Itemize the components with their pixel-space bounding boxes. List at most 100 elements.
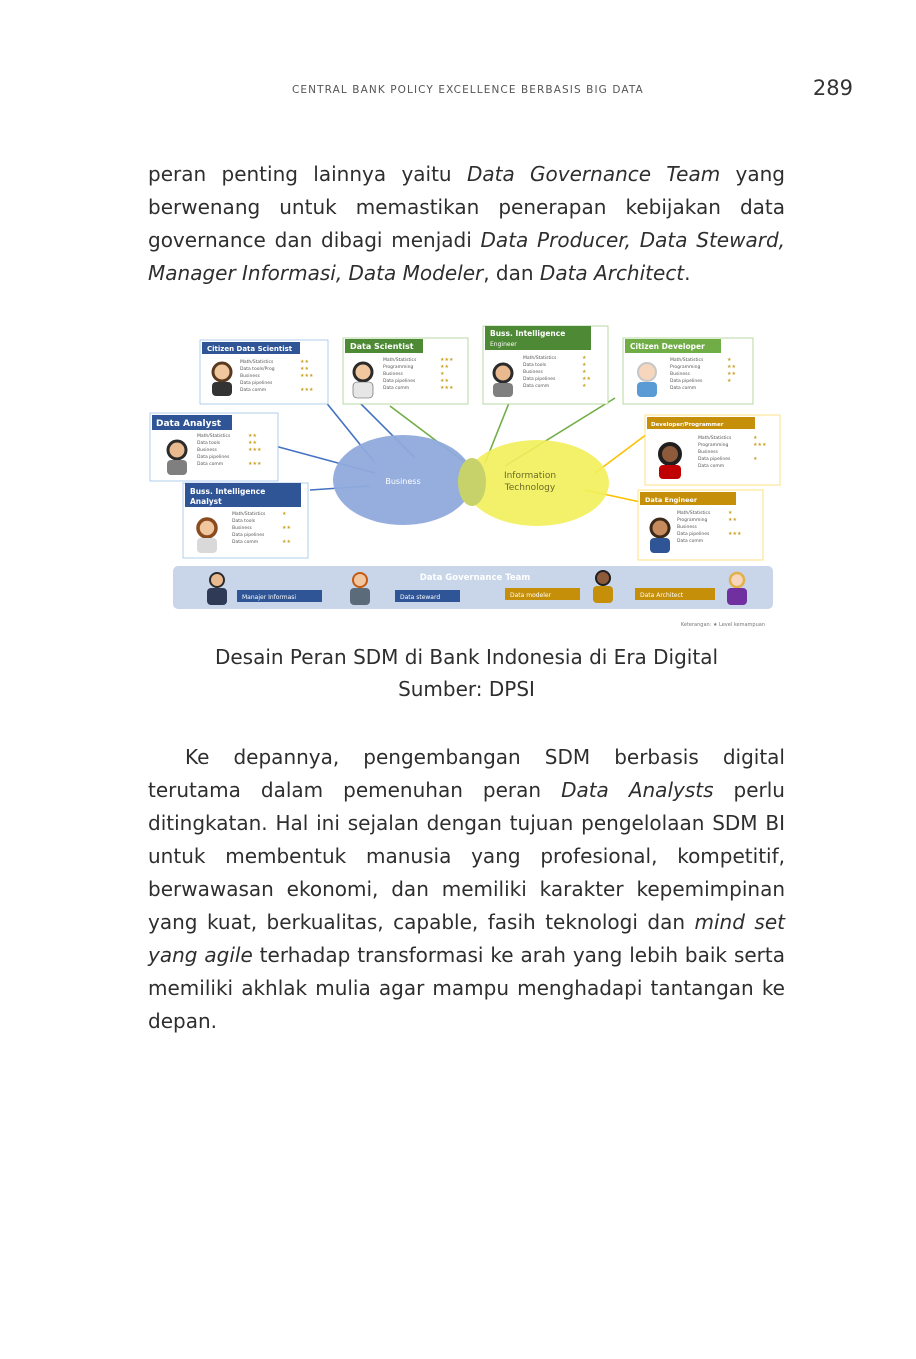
star-rating: ★ [582, 383, 587, 389]
skill-label: Data pipelines [197, 454, 230, 460]
skill-label: Math/Statistics [670, 357, 704, 363]
text-run: terhadap transformasi ke arah yang lebih… [148, 943, 785, 1033]
skill-label: Data comm [677, 538, 703, 544]
star-rating: ★★★ [248, 461, 262, 467]
skill-label: Data tools [523, 362, 547, 368]
paragraph-intro: peran penting lainnya yaitu Data Governa… [148, 158, 785, 290]
skill-label: Data comm [523, 383, 549, 389]
role-pill-label: Data modeler [510, 592, 552, 599]
skill-label: Business [232, 525, 252, 531]
role-design-figure: Business Information Technology Citizen … [145, 318, 785, 630]
skill-label: Data pipelines [523, 376, 556, 382]
skill-label: Data pipelines [677, 531, 710, 537]
role-header [202, 342, 300, 354]
it-ellipse [465, 440, 609, 526]
person-body [352, 381, 374, 399]
star-rating: ★ [282, 511, 287, 517]
skill-label: Data tools [232, 518, 256, 524]
role-title: Developer/Programmer [651, 422, 724, 428]
role-pill [635, 588, 715, 600]
skill-label: Math/Statistics [698, 435, 732, 441]
skill-label: Data pipelines [383, 378, 416, 384]
role-title: Citizen Data Scientist [207, 345, 293, 353]
person-avatar [209, 572, 225, 588]
star-rating: ★★ [582, 376, 591, 382]
person-body [593, 586, 613, 603]
skill-label: Programming [670, 364, 700, 370]
role-title-line2: Engineer [490, 341, 517, 348]
star-rating: ★ [582, 369, 587, 375]
role-title-line1: Buss. Intelligence [190, 487, 265, 496]
card-citizen-developer: Citizen Developer Math/Statistics Progra… [622, 337, 754, 405]
skill-label: Data comm [197, 461, 223, 467]
role-header [647, 417, 755, 429]
role-diagram: Business Information Technology Citizen … [145, 318, 785, 630]
person-body [659, 465, 681, 479]
skill-label: Math/Statistics [677, 510, 711, 516]
star-rating: ★ [728, 510, 733, 516]
person-avatar [649, 517, 671, 539]
role-header [640, 492, 736, 505]
text-run: Ke depannya, pengembangan SDM berbasis d… [148, 745, 785, 802]
emphasis-run: mind set yang agile [148, 910, 785, 967]
role-pill [505, 588, 580, 600]
skill-label: Data comm [383, 385, 409, 391]
skill-label: Data pipelines [232, 532, 265, 538]
person-avatar [211, 361, 233, 383]
role-pill-label: Data Architect [640, 592, 684, 599]
overlap-area [458, 458, 486, 506]
star-rating: ★★★ [300, 387, 314, 393]
role-pill-label: Data steward [400, 594, 440, 601]
governance-band: Data Governance Team Manajer Informasi D… [173, 566, 773, 609]
card-bi-engineer: Buss. Intelligence Engineer Math/Statist… [482, 325, 609, 405]
legend-note: Keterangan: ★ Level kemampuan [681, 622, 765, 628]
star-rating: ★★ [728, 517, 737, 523]
skill-label: Math/Statistics [240, 359, 274, 365]
card-data-scientist: Data Scientist Math/Statistics Programmi… [342, 337, 469, 405]
skill-label: Data comm [232, 539, 258, 545]
person-body [212, 382, 232, 396]
person-avatar [595, 570, 611, 586]
star-rating: ★★ [300, 366, 309, 372]
person-body [350, 588, 370, 605]
paragraph-body: Ke depannya, pengembangan SDM berbasis d… [148, 741, 785, 1038]
it-label-line1: Information [504, 471, 556, 481]
skill-label: Business [677, 524, 697, 530]
text-run: perlu ditingkatan. Hal ini sejalan denga… [148, 778, 785, 934]
role-title-line1: Buss. Intelligence [490, 329, 565, 338]
emphasis-run: Data Architect [539, 261, 685, 285]
skill-label: Programming [698, 442, 728, 448]
person-body [207, 588, 227, 605]
skill-label: Data pipelines [670, 378, 703, 384]
person-body [197, 538, 217, 553]
figure-source: Sumber: DPSI [398, 677, 535, 701]
role-pill [237, 590, 322, 602]
skill-label: Data comm [698, 463, 724, 469]
person-body [727, 588, 747, 605]
business-ellipse [333, 435, 473, 525]
skill-label: Data comm [240, 387, 266, 393]
person-avatar [637, 362, 657, 382]
star-rating: ★★★ [440, 357, 454, 363]
card-data-engineer: Data Engineer Math/Statistics Programmin… [637, 489, 764, 561]
skill-label: Math/Statistics [523, 355, 557, 361]
star-rating: ★★ [282, 525, 291, 531]
role-pill-label: Manajer Informasi [242, 594, 296, 601]
skill-label: Business [240, 373, 260, 379]
skill-label: Business [197, 447, 217, 453]
skill-label: Data tools [197, 440, 221, 446]
person-body [167, 460, 187, 475]
person-avatar [196, 517, 218, 539]
role-pill [395, 590, 460, 602]
star-rating: ★ [727, 357, 732, 363]
emphasis-run: Data Analysts [561, 778, 714, 802]
person-body [493, 383, 513, 397]
emphasis-run: Data Governance Team [466, 162, 721, 186]
role-title: Citizen Developer [630, 342, 705, 351]
skill-label: Math/Statistics [232, 511, 266, 517]
skill-label: Data pipelines [240, 380, 273, 386]
card-data-analyst: Data Analyst Math/Statistics Data tools … [149, 412, 279, 482]
text-run: yang berwenang untuk memastikan penerapa… [148, 162, 785, 252]
text-run: peran penting lainnya yaitu [148, 162, 467, 186]
role-header [185, 483, 301, 507]
